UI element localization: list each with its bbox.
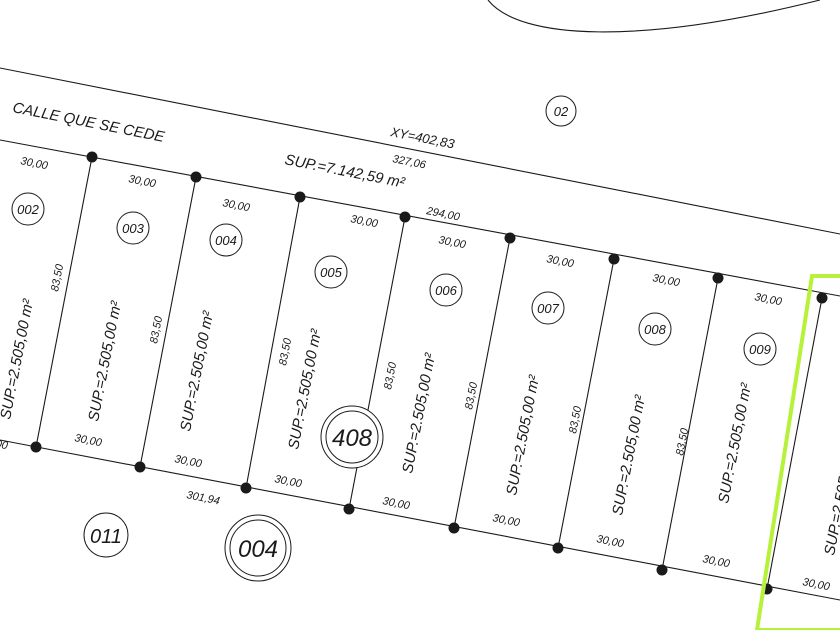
lot-side: 83,50	[382, 360, 399, 390]
lot-area: SUP.=2.505,00 m²	[177, 309, 217, 433]
street-back-length: 301,94	[185, 489, 220, 507]
lot-id-circle	[429, 273, 463, 307]
highlighted-lot-outline[interactable]	[754, 274, 840, 630]
lot-front: 30,00	[19, 155, 49, 172]
lot-back: 30,00	[595, 533, 625, 550]
lot-front: 30,00	[753, 291, 783, 308]
lot-id-circle	[11, 192, 45, 226]
lower-label-circle	[83, 512, 129, 558]
lot-side: 83,50	[49, 262, 66, 292]
lot-back: 30,00	[381, 495, 411, 512]
street-area: SUP.=7.142,59 m²	[283, 151, 407, 192]
corner-nodes	[30, 151, 828, 595]
lot-id: 009	[749, 342, 771, 357]
lot-id-circle	[638, 312, 672, 346]
lower-label: 004	[238, 536, 278, 563]
street-front-length: 327,06	[391, 153, 427, 171]
street-front-partial: 294,00	[424, 205, 461, 224]
lot-area: SUP.=2.505,00 m²	[0, 297, 37, 421]
lot-dividers	[35, 156, 823, 590]
lot-area: SUP.=2.505	[821, 475, 840, 557]
lot-side: 83,50	[148, 314, 165, 344]
lot-back: 30,00	[801, 576, 831, 593]
street-xy: XY=402,83	[388, 124, 456, 152]
lot-front: 30,00	[545, 253, 575, 270]
block-number: 408	[332, 425, 373, 452]
lot-id-circle	[209, 223, 243, 257]
street-name: CALLE QUE SE CEDE	[11, 99, 167, 146]
lot-id: 006	[435, 283, 457, 298]
lot-area: SUP.=2.505,00 m²	[399, 351, 439, 475]
lot-id-circle	[116, 211, 150, 245]
lot-front: 30,00	[127, 173, 157, 190]
lots-back-line	[0, 439, 840, 601]
lot-id: 004	[215, 233, 237, 248]
lot-side: 83,50	[567, 404, 584, 434]
curved-boundary	[487, 0, 821, 33]
lot-back: 30,00	[0, 435, 10, 452]
street-outer-boundary	[0, 67, 840, 235]
block-number-inner-circle	[325, 410, 379, 464]
lot-back: 30,00	[273, 473, 303, 490]
lot-008[interactable]: 008 30,00 30,00 83,50 SUP.=2.505,00 m²	[595, 272, 691, 550]
lot-front: 30,00	[437, 234, 467, 251]
lot-area: SUP.=2.505,00 m²	[503, 373, 543, 497]
lots-front-line	[0, 139, 840, 297]
lot-back: 30,00	[173, 453, 203, 470]
lower-label-inner-circle	[229, 519, 287, 577]
block-label: 02	[554, 104, 569, 119]
lot-id-circle	[743, 332, 777, 366]
lot-002[interactable]: 002 30,00 30,00 83,50 SUP.=2.505,00 m²	[0, 155, 66, 452]
lot-back: 30,00	[701, 553, 731, 570]
lower-label: 011	[90, 526, 122, 548]
lot-area: SUP.=2.505,00 m²	[609, 393, 649, 517]
lot-007[interactable]: 007 30,00 30,00 83,50 SUP.=2.505,00 m²	[491, 253, 584, 529]
lot-back: 30,00	[491, 512, 521, 529]
lot-front: 30,00	[221, 197, 251, 214]
lot-id: 003	[122, 221, 144, 236]
lot-area: SUP.=2.505,00 m²	[715, 381, 755, 505]
lot-area: SUP.=2.505,00 m²	[85, 299, 125, 423]
lot-side: 83,50	[277, 336, 294, 366]
lot-front: 30,00	[651, 272, 681, 289]
lot-id: 005	[320, 265, 342, 280]
lot-id: 002	[17, 202, 39, 217]
lot-partial[interactable]: 30,00 SUP.=2.505	[801, 475, 840, 594]
lot-back: 30,00	[73, 432, 103, 449]
block-label-circle	[545, 95, 577, 127]
lot-id: 008	[644, 322, 666, 337]
lot-side: 83,50	[463, 380, 480, 410]
lot-004[interactable]: 004 30,00 30,00 SUP.=2.505,00 m²	[173, 197, 251, 470]
lot-id-circle	[531, 291, 565, 325]
lot-front: 30,00	[349, 213, 379, 230]
lot-id-circle	[314, 255, 348, 289]
lot-id: 007	[537, 301, 559, 316]
lot-side: 83,50	[674, 426, 691, 456]
